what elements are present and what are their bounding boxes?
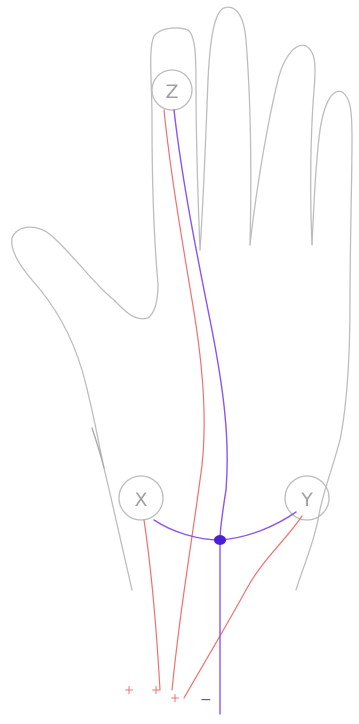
electrode-x: X: [119, 476, 163, 520]
index-finger-outline: [151, 28, 200, 284]
ring-finger-outline: [250, 45, 315, 245]
forearm-left-edge: [104, 468, 132, 590]
electrode-x-label: X: [134, 489, 147, 511]
middle-finger-outline: [200, 7, 251, 250]
purple-wire-from-x: [154, 520, 220, 540]
terminal-red-2: +: [151, 683, 161, 697]
purple-wire-from-y: [220, 512, 296, 540]
red-wire-from-x: [144, 520, 160, 690]
wrist-crease-left: [92, 428, 104, 468]
junction-node: [214, 535, 226, 545]
electrode-z: Z: [152, 70, 192, 110]
purple-wires: [154, 110, 296, 714]
red-wires: [144, 110, 302, 698]
little-finger-outline: [312, 91, 352, 520]
red-wire-from-y: [184, 516, 302, 698]
terminal-signs: + + + −: [124, 683, 212, 708]
forearm-right-edge: [296, 520, 318, 590]
terminal-purple: −: [200, 692, 212, 708]
electrode-y-label: Y: [300, 489, 313, 511]
thumb-outline: [12, 227, 158, 468]
terminal-red-3: +: [170, 691, 180, 705]
electrode-z-label: Z: [165, 81, 178, 103]
terminal-red-1: +: [124, 683, 134, 697]
